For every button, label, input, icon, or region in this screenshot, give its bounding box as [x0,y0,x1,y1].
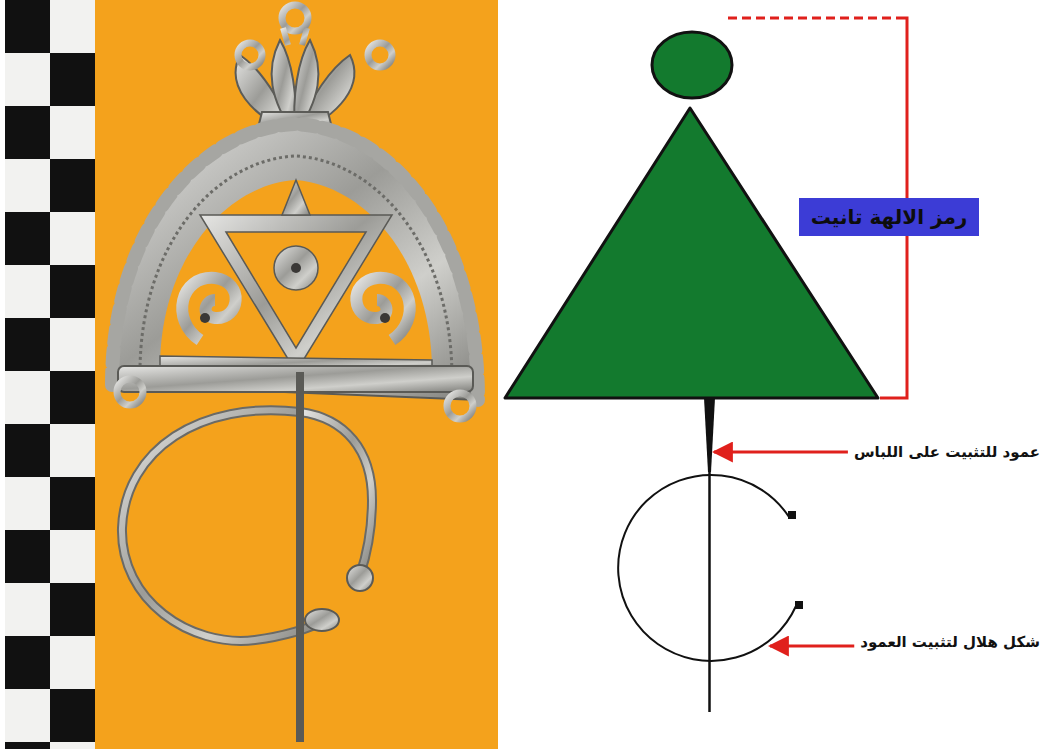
leader-arrow [770,645,854,648]
scale-strip [5,0,95,749]
leader-arrow [714,451,848,454]
crescent-diagram [618,475,803,661]
box-label: رمز الالهة تانيت [811,205,968,229]
pin-diagram [704,398,715,712]
callout-label: شكل هلال لتثبيت العمود [860,633,1040,651]
photo-ground [95,0,498,749]
callout-label: عمود للتثبيت على اللباس [854,443,1040,461]
label-box: رمز الالهة تانيت [799,198,980,236]
brooch-photo [112,5,478,742]
